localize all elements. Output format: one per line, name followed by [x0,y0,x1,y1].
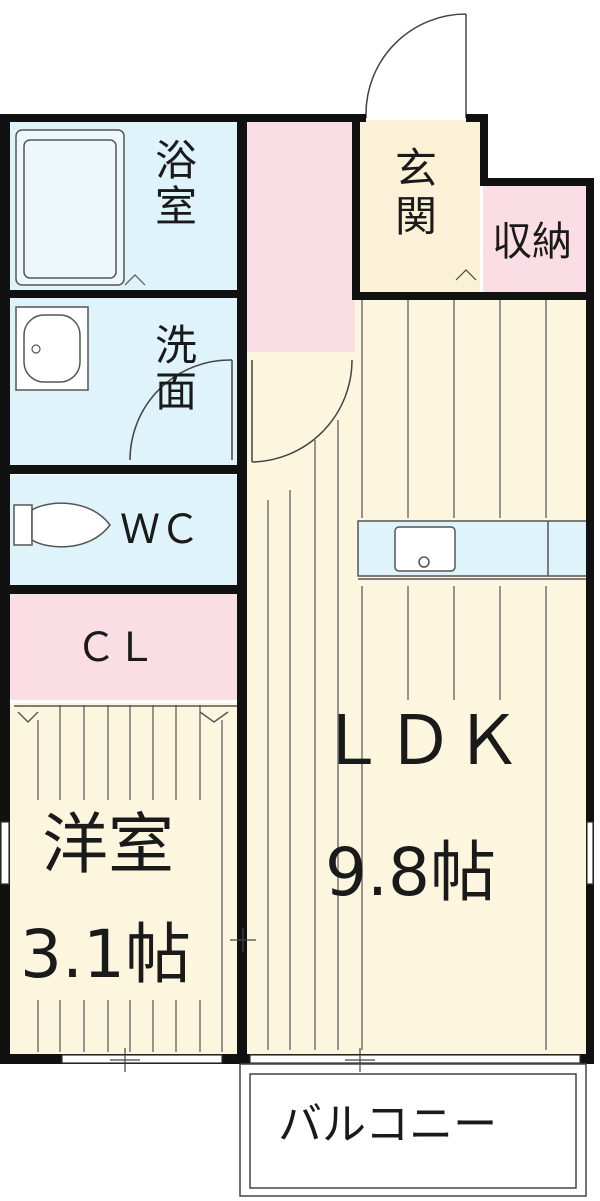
entrance-label-char-2: 関 [395,192,438,241]
toilet-icon [13,502,111,548]
closet-label: ＣＬ [76,625,156,671]
storage-floor [483,183,587,293]
ldk-size-label: 9.8帖 [325,834,496,911]
sink-icon [394,526,456,572]
western-room-floor [10,703,245,1056]
washroom-label-char-1: 洗 [155,321,198,370]
bath-label-char-1: 浴 [155,136,198,185]
entrance-label: 玄 関 [395,148,437,238]
hall-storage-floor [247,120,355,352]
washroom-door[interactable] [129,359,233,461]
western-room-size-label: 3.1帖 [20,916,191,993]
washroom-label-char-2: 面 [155,367,198,416]
entrance-step-mark [455,269,477,281]
washbasin-icon [15,306,89,391]
western-room-plank-lines [37,705,223,1052]
window-marks [0,821,594,1064]
bathtub-icon [15,129,146,286]
balcony-label: バルコニー [278,1099,498,1150]
western-room-label: 洋室 [42,806,174,883]
ldk-label: ＬＤＫ [318,702,523,781]
kitchen-counter [357,520,589,580]
bath-label: 浴 室 [155,140,197,228]
entrance-floor [360,120,480,294]
alignment-marks [110,928,375,1072]
front-door[interactable] [365,13,467,118]
closet-floor [10,594,243,700]
washroom-label: 洗 面 [155,325,197,413]
toilet-label: ＷＣ [120,507,200,553]
entrance-label-char-1: 玄 [395,144,438,193]
bath-label-char-2: 室 [155,182,198,231]
ldk-hall-door[interactable] [251,359,353,463]
balcony-railing [239,1063,587,1197]
closet-hanger-rod [14,705,238,723]
ldk-plank-lines [267,300,547,1050]
storage-label: 収納 [492,219,572,265]
balcony-floor [247,1066,579,1191]
ldk-floor [245,298,590,1056]
